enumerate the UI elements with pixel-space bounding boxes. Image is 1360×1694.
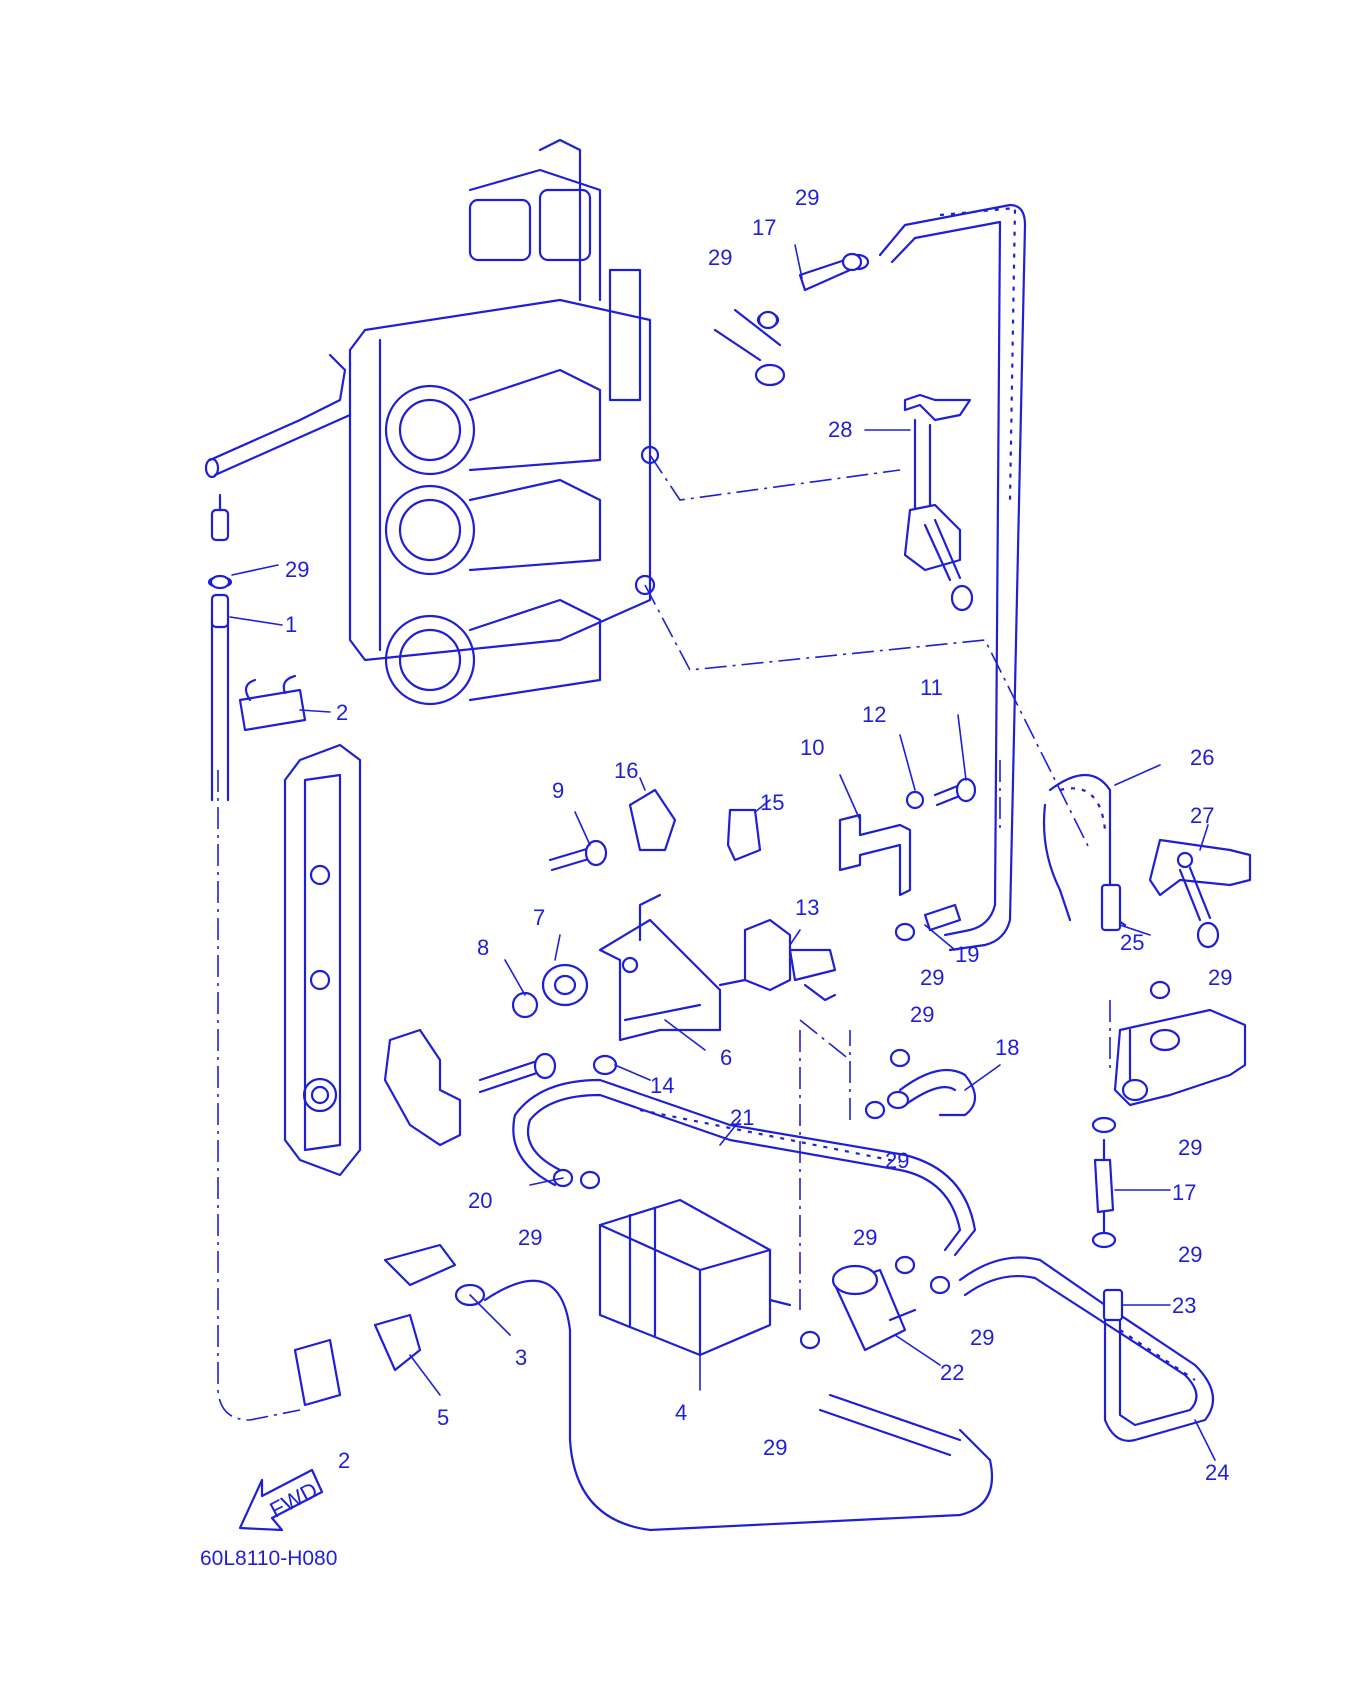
clamp-27 <box>1148 838 1252 949</box>
callout-29-d: 29 <box>920 965 944 990</box>
callout-4: 4 <box>675 1400 687 1425</box>
callout-8: 8 <box>477 935 489 960</box>
callout-leaders <box>229 244 1216 1461</box>
callout-21: 21 <box>730 1105 754 1130</box>
callout-18: 18 <box>995 1035 1019 1060</box>
callout-29-i: 29 <box>1178 1242 1202 1267</box>
filter-22 <box>831 1264 917 1352</box>
clip-2-lower <box>293 1338 342 1407</box>
hose-21 <box>512 1078 977 1257</box>
gasket-plate <box>283 743 362 1177</box>
washer-12 <box>905 790 925 810</box>
callout-26: 26 <box>1190 745 1214 770</box>
clip-2-upper <box>238 674 307 732</box>
callout-25: 25 <box>1120 930 1144 955</box>
leader-lines <box>217 454 1111 1421</box>
callout-5: 5 <box>437 1405 449 1430</box>
callout-9: 9 <box>552 778 564 803</box>
joint-23 <box>1102 1288 1124 1322</box>
joint-25 <box>1100 883 1122 932</box>
hose-26 <box>1042 774 1127 927</box>
callout-14: 14 <box>650 1073 674 1098</box>
callout-29-h: 29 <box>1178 1135 1202 1160</box>
callout-22: 22 <box>940 1360 964 1385</box>
callout-12: 12 <box>862 702 886 727</box>
callout-29-f: 29 <box>885 1148 909 1173</box>
bracket-28 <box>903 393 974 612</box>
hose-bottom <box>483 1279 994 1532</box>
canister-4 <box>598 1198 792 1357</box>
joint-19 <box>923 903 962 932</box>
callout-29-l: 29 <box>970 1325 994 1350</box>
callout-29-m: 29 <box>763 1435 787 1460</box>
callout-17-lower: 17 <box>1172 1180 1196 1205</box>
fuel-pump-body <box>1113 1008 1247 1107</box>
hose-24 <box>958 1256 1215 1442</box>
fwd-arrow-icon: FWD <box>238 1468 324 1532</box>
callout-29-j: 29 <box>518 1225 542 1250</box>
joint-17-lower <box>1093 1138 1115 1237</box>
callout-10: 10 <box>800 735 824 760</box>
carburetor-assembly <box>204 138 660 706</box>
clip-3 <box>383 1243 486 1307</box>
clip-15 <box>726 808 762 862</box>
hose-upper-right <box>878 203 1027 952</box>
callout-7: 7 <box>533 905 545 930</box>
callout-11: 11 <box>920 675 943 700</box>
callout-13: 13 <box>795 895 819 920</box>
hose-clips-29 <box>209 252 1171 1350</box>
callout-2-upper: 2 <box>336 700 348 725</box>
callout-3: 3 <box>515 1345 527 1370</box>
bolt-11 <box>933 777 977 807</box>
joint-17-upper <box>713 253 870 387</box>
callout-1: 1 <box>285 612 297 637</box>
callout-15: 15 <box>760 790 784 815</box>
callout-24: 24 <box>1205 1460 1229 1485</box>
clamp-16 <box>628 788 677 852</box>
callout-29-a: 29 <box>795 185 819 210</box>
callout-29-b: 29 <box>708 245 732 270</box>
callout-29-g: 29 <box>1208 965 1232 990</box>
callout-17-upper: 17 <box>752 215 776 240</box>
callout-labels: 1 2 2 3 4 5 6 7 8 9 10 11 12 13 14 15 16… <box>285 185 1232 1485</box>
callout-16: 16 <box>614 758 638 783</box>
callout-29-c: 29 <box>285 557 309 582</box>
callout-2-lower: 2 <box>338 1448 350 1473</box>
bracket-6 <box>598 893 722 1042</box>
callout-23: 23 <box>1172 1293 1196 1318</box>
callout-20: 20 <box>468 1188 492 1213</box>
solenoid-valve-13 <box>718 918 837 1002</box>
diagram-code: 60L8110-H080 <box>200 1547 337 1570</box>
callout-28: 28 <box>828 417 852 442</box>
callout-29-e: 29 <box>910 1002 934 1027</box>
callout-19: 19 <box>955 942 979 967</box>
collar-8 <box>511 991 539 1019</box>
fuel-line-1 <box>207 493 233 802</box>
bracket-10 <box>838 813 912 897</box>
bolt-9 <box>548 839 608 872</box>
callout-27: 27 <box>1190 803 1214 828</box>
bush-7 <box>541 963 589 1007</box>
callout-6: 6 <box>720 1045 732 1070</box>
clip-5 <box>373 1313 422 1372</box>
hose-18 <box>886 1068 977 1117</box>
callout-29-k: 29 <box>853 1225 877 1250</box>
nut-14 <box>592 1054 618 1076</box>
mount-plate <box>383 1028 557 1147</box>
